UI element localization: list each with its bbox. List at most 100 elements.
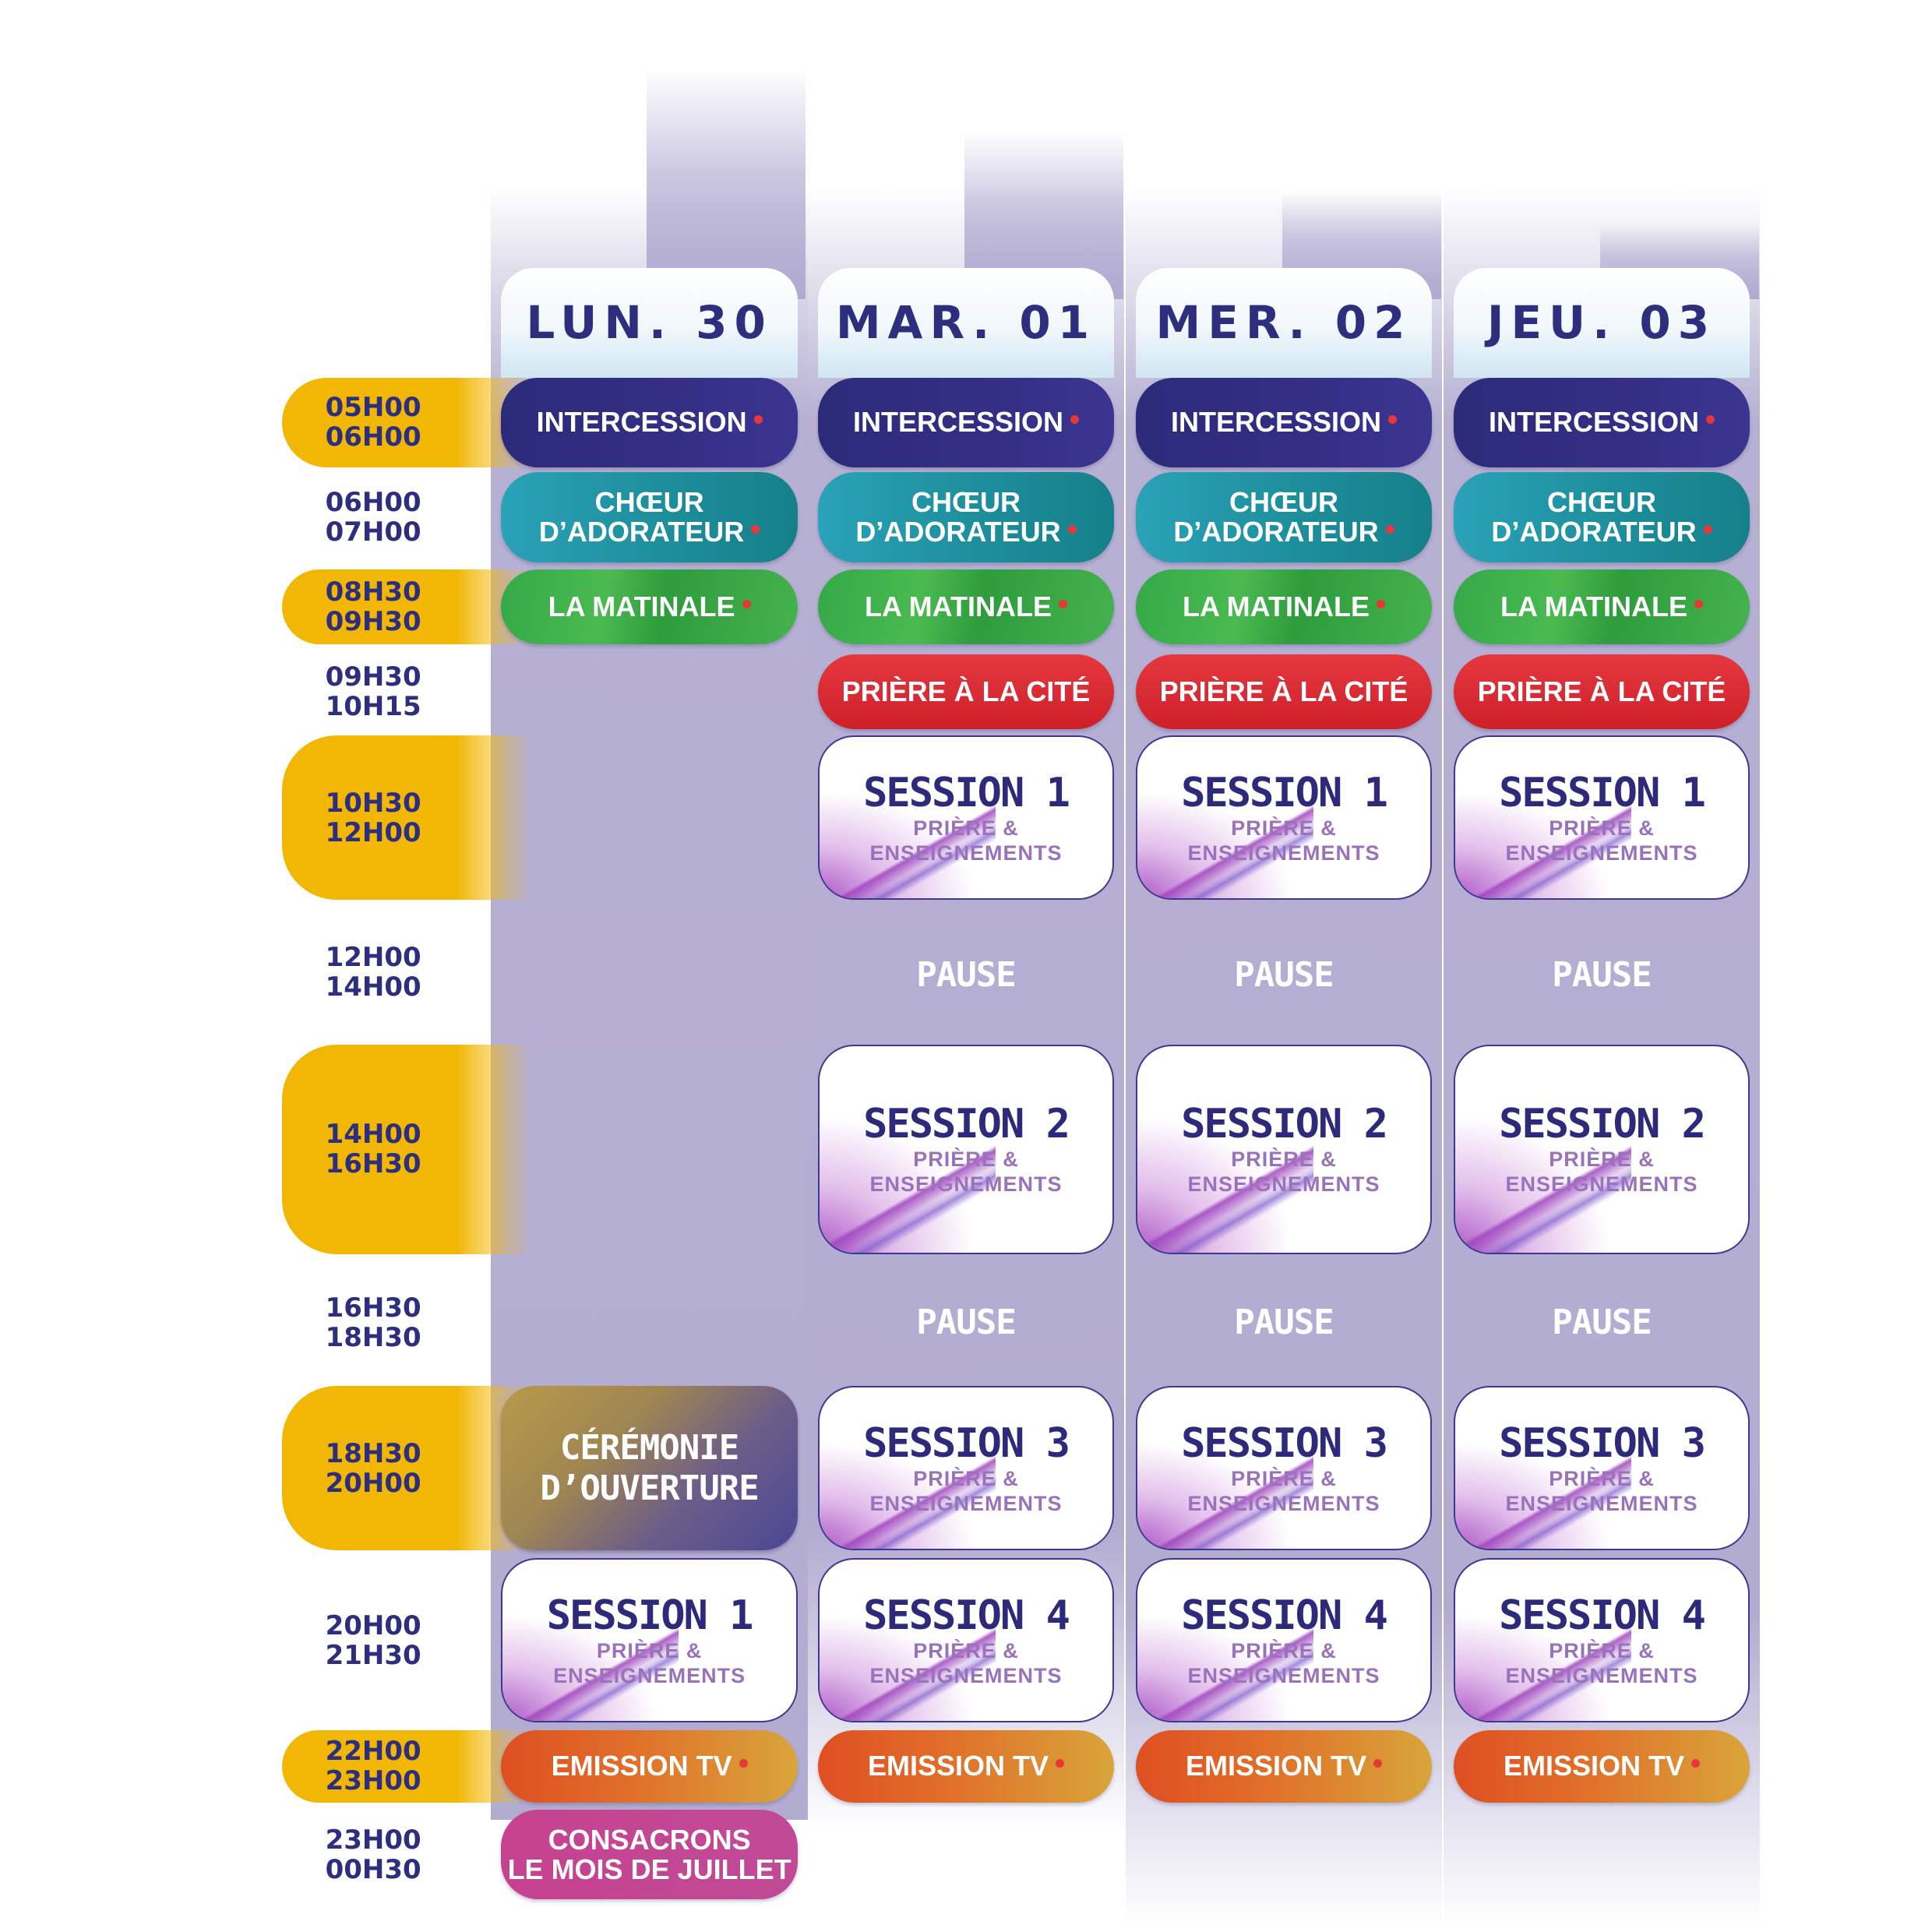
matinale-pill[interactable]: LA MATINALE [501,569,798,645]
session-title: SESSION 4 [1499,1592,1706,1639]
live-dot-icon [1385,524,1394,534]
time-start: 12H00 [325,942,421,973]
session-subtitle: ENSEIGNEMENTS [1187,841,1380,865]
time-end: 16H30 [325,1148,421,1180]
day-label: LUN. 30 [526,296,773,350]
live-dot-icon [1376,600,1385,609]
intercession-pill[interactable]: INTERCESSION [1453,377,1750,467]
emission-tv-pill-label: EMISSION TV [1185,1750,1366,1782]
session-title: SESSION 4 [863,1592,1070,1639]
time-start: 06H00 [325,486,421,518]
day-header-1[interactable]: LUN. 30 [501,268,798,378]
day-header-3[interactable]: MER. 02 [1135,268,1433,378]
matinale-pill-label: LA MATINALE [1183,591,1370,623]
emission-tv-pill-line: EMISSION TV [552,1751,748,1781]
day-header-4[interactable]: JEU. 03 [1453,268,1750,378]
emission-tv-pill-text: EMISSION TV [1186,1751,1382,1781]
priere-cite-pill[interactable]: PRIÈRE À LA CITÉ [817,654,1115,729]
time-end: 09H30 [325,606,421,638]
matinale-pill-line: LA MATINALE [1500,592,1703,622]
emission-tv-pill[interactable]: EMISSION TV [501,1729,798,1803]
consacrons-pill-label: CONSACRONS [548,1823,751,1856]
intercession-pill[interactable]: INTERCESSION [501,377,798,467]
emission-tv-pill[interactable]: EMISSION TV [1453,1729,1750,1803]
live-dot-icon [1691,1759,1700,1768]
session-subtitle: ENSEIGNEMENTS [1187,1172,1380,1197]
session-subtitle: PRIÈRE & [1549,1148,1655,1172]
priere-cite-pill-text: PRIÈRE À LA CITÉ [1478,677,1726,707]
day-header-2[interactable]: MAR. 01 [817,268,1115,378]
time-start: 08H30 [325,576,421,608]
pause-label: PAUSE [1234,954,1334,995]
emission-tv-pill-label: EMISSION TV [551,1750,732,1782]
intercession-pill-line: INTERCESSION [537,407,763,437]
intercession-pill-text: INTERCESSION [1489,407,1715,437]
emission-tv-pill[interactable]: EMISSION TV [817,1729,1115,1803]
time-start: 18H30 [325,1437,421,1469]
time-start: 16H30 [325,1292,421,1324]
emission-tv-pill-line: EMISSION TV [1504,1751,1700,1781]
live-dot-icon [1058,600,1067,609]
time-start: 09H30 [325,661,421,693]
emission-tv-pill[interactable]: EMISSION TV [1135,1729,1433,1803]
priere-cite-pill-label: PRIÈRE À LA CITÉ [1477,675,1726,707]
choeur-pill-line: D’ADORATEUR [539,516,760,547]
live-dot-icon [1388,415,1398,425]
matinale-pill-line: LA MATINALE [865,592,1067,622]
matinale-pill[interactable]: LA MATINALE [1453,569,1750,645]
time-end: 07H00 [325,516,421,548]
choeur-pill-line: CHŒUR [539,487,760,517]
emission-tv-pill-label: EMISSION TV [1503,1750,1684,1782]
emission-tv-pill-text: EMISSION TV [1504,1751,1700,1781]
time-end: 12H00 [325,816,421,848]
intercession-pill-text: INTERCESSION [537,407,763,437]
priere-cite-pill-text: PRIÈRE À LA CITÉ [1160,677,1408,707]
live-dot-icon [753,415,763,425]
live-dot-icon [1706,415,1715,425]
pause-label: PAUSE [1234,1303,1334,1343]
priere-cite-pill[interactable]: PRIÈRE À LA CITÉ [1135,654,1433,729]
matinale-pill[interactable]: LA MATINALE [1135,569,1433,645]
choeur-pill-label: CHŒUR [1546,485,1656,518]
session-subtitle: PRIÈRE & [913,816,1019,840]
session-subtitle: PRIÈRE & [1549,1638,1655,1662]
intercession-pill[interactable]: INTERCESSION [1135,377,1433,467]
matinale-pill[interactable]: LA MATINALE [817,569,1115,645]
intercession-pill-line: INTERCESSION [853,407,1080,437]
live-dot-icon [1703,524,1712,534]
intercession-pill-line: INTERCESSION [1489,407,1715,437]
matinale-pill-text: LA MATINALE [1500,592,1703,622]
priere-cite-pill[interactable]: PRIÈRE À LA CITÉ [1453,654,1750,729]
time-end: 21H30 [325,1639,421,1671]
intercession-pill[interactable]: INTERCESSION [817,377,1115,467]
session-subtitle: PRIÈRE & [1231,1466,1337,1490]
session-title: SESSION 1 [1181,769,1388,816]
